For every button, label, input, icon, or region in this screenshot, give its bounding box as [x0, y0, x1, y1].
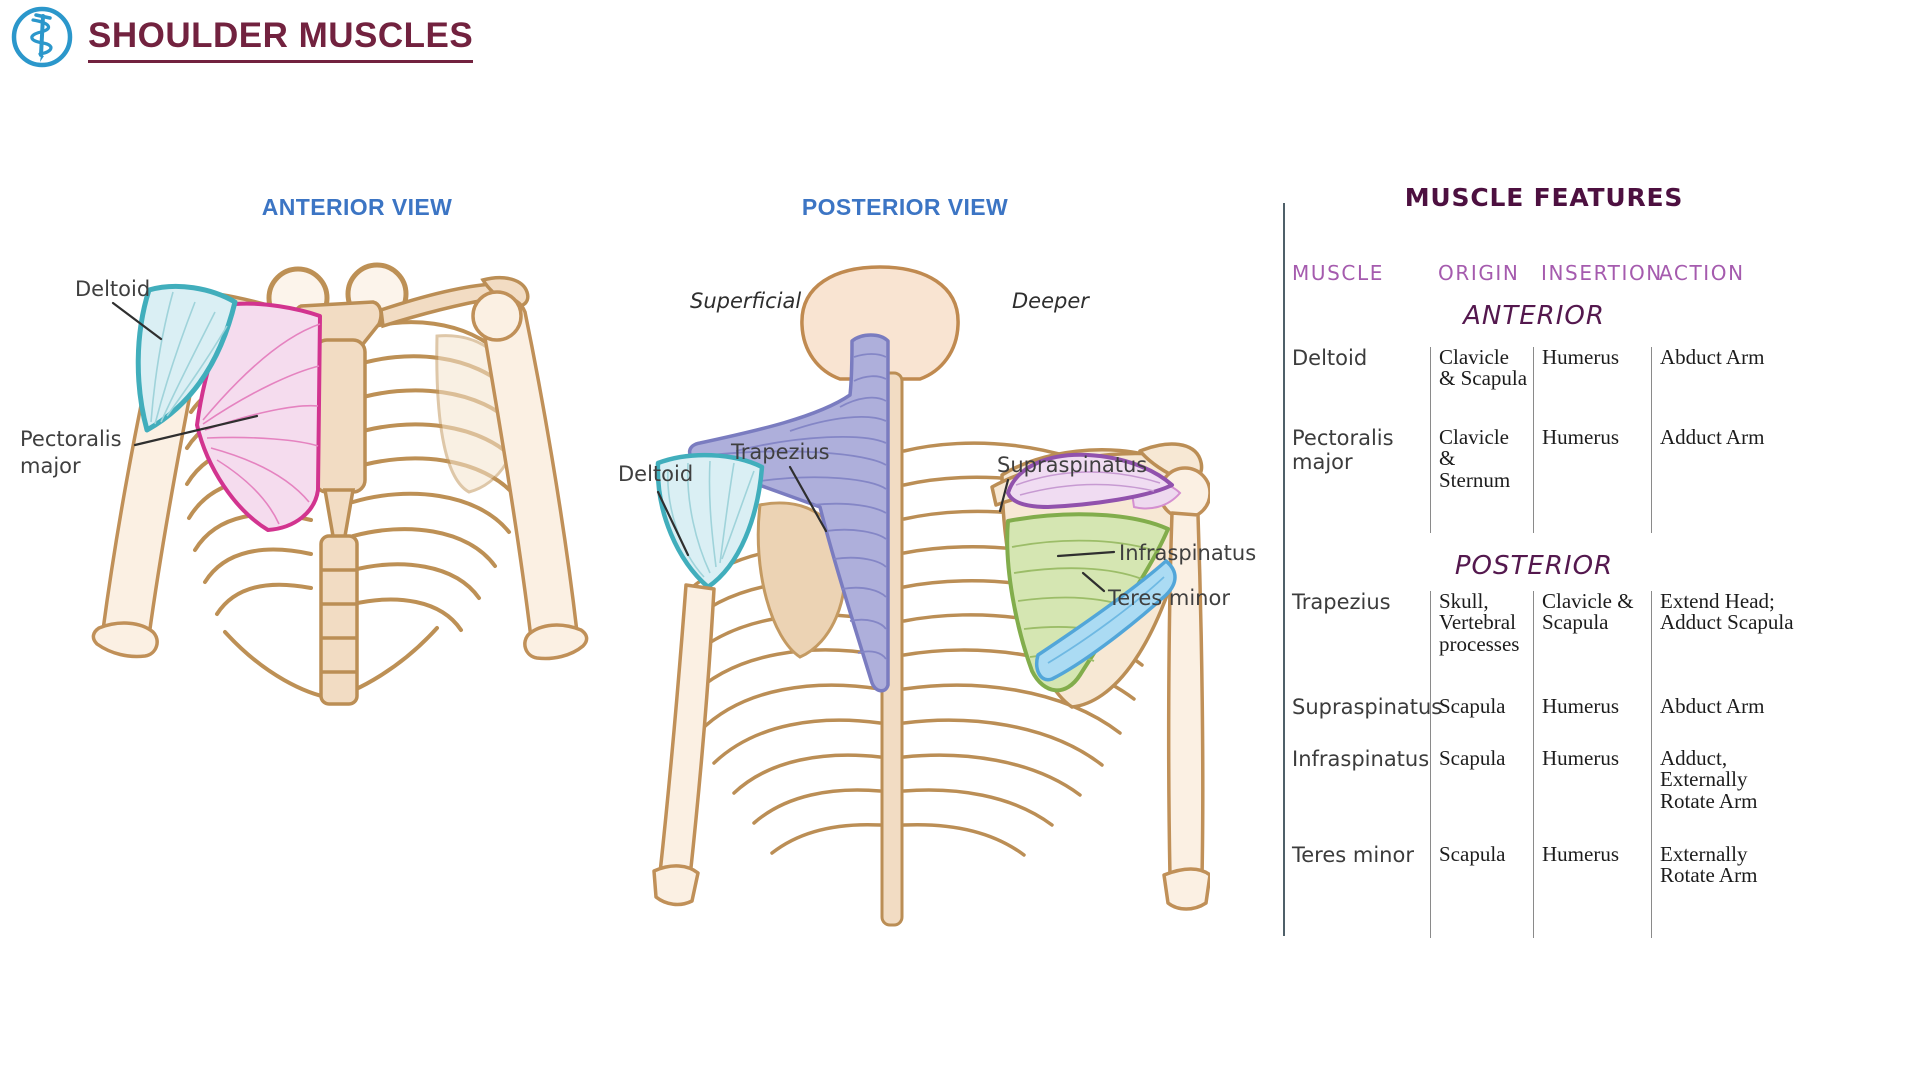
- posterior-deltoid-label: Deltoid: [618, 462, 694, 486]
- anterior-pectoralis-label: Pectoralis major: [20, 427, 122, 479]
- posterior-leader-lines: [656, 465, 1116, 593]
- head: [800, 265, 960, 381]
- teres-minor-shape: [1035, 559, 1177, 682]
- row-supraspinatus-muscle: Supraspinatus: [1292, 695, 1443, 719]
- posterior-deltoid-shape: [655, 452, 765, 590]
- muscle-features-table: MUSCLE ORIGIN INSERTION ACTION ANTERIOR …: [1284, 261, 1920, 938]
- row-infraspinatus-muscle: Infraspinatus: [1292, 747, 1430, 771]
- anterior-figure: [91, 262, 589, 706]
- row-pectoralis-origin: Clavicle & Sternum: [1430, 426, 1533, 533]
- posterior-view-title: POSTERIOR VIEW: [801, 194, 1009, 220]
- row-teres-minor-muscle: Teres minor: [1292, 843, 1414, 867]
- table-title: MUSCLE FEATURES: [1404, 183, 1684, 212]
- row-supraspinatus-action: Abduct Arm: [1651, 695, 1917, 748]
- row-trapezius-origin: Skull, Vertebral processes: [1430, 590, 1533, 696]
- row-teres-minor-action: Externally Rotate Arm: [1651, 843, 1917, 938]
- trapezius-shape: [687, 333, 890, 693]
- row-infraspinatus-insertion: Humerus: [1533, 747, 1651, 844]
- row-supraspinatus-origin: Scapula: [1430, 695, 1533, 748]
- anterior-view-title: ANTERIOR VIEW: [261, 194, 453, 220]
- column-header-muscle: MUSCLE: [1292, 261, 1384, 285]
- anterior-deltoid-shape: [135, 283, 238, 433]
- row-trapezius-action: Extend Head; Adduct Scapula: [1651, 590, 1917, 696]
- column-header-origin: ORIGIN: [1438, 261, 1520, 285]
- supraspinatus-shape: [1006, 452, 1174, 509]
- anterior-deltoid-label: Deltoid: [75, 277, 151, 301]
- row-trapezius-muscle: Trapezius: [1292, 590, 1391, 614]
- supraspinatus-label: Supraspinatus: [997, 453, 1148, 477]
- left-humerus: [652, 583, 716, 907]
- superficial-label: Superficial: [690, 289, 802, 313]
- anterior-leader-lines: [111, 301, 259, 447]
- row-trapezius-insertion: Clavicle & Scapula: [1533, 590, 1651, 696]
- row-deltoid-muscle: Deltoid: [1292, 346, 1368, 370]
- section-heading-posterior: POSTERIOR: [1454, 551, 1614, 581]
- row-pectoralis-action: Adduct Arm: [1651, 426, 1917, 533]
- row-supraspinatus-insertion: Humerus: [1533, 695, 1651, 748]
- row-deltoid-insertion: Humerus: [1533, 346, 1651, 427]
- row-infraspinatus-origin: Scapula: [1430, 747, 1533, 844]
- row-teres-minor-insertion: Humerus: [1533, 843, 1651, 938]
- section-heading-anterior: ANTERIOR: [1463, 301, 1605, 331]
- rod-of-asclepius-icon: [11, 6, 73, 68]
- deeper-label: Deeper: [1012, 289, 1089, 313]
- row-infraspinatus-action: Adduct, Externally Rotate Arm: [1651, 747, 1917, 844]
- trapezius-label: Trapezius: [731, 440, 830, 464]
- column-header-insertion: INSERTION: [1541, 261, 1663, 285]
- posterior-figure: [652, 265, 1210, 927]
- muscle-features-panel: MUSCLE FEATURES MUSCLE ORIGIN INSERTION …: [1284, 183, 1920, 938]
- page-title: SHOULDER MUSCLES: [88, 16, 474, 63]
- infraspinatus-label: Infraspinatus: [1119, 541, 1257, 565]
- column-header-action: ACTION: [1659, 261, 1745, 285]
- row-pectoralis-insertion: Humerus: [1533, 426, 1651, 533]
- row-deltoid-origin: Clavicle & Scapula: [1430, 346, 1533, 427]
- teres-minor-label: Teres minor: [1108, 586, 1230, 610]
- panel-divider: [1283, 203, 1285, 936]
- row-pectoralis-muscle: Pectoralis major: [1292, 426, 1394, 474]
- row-deltoid-action: Abduct Arm: [1651, 346, 1917, 427]
- row-teres-minor-origin: Scapula: [1430, 843, 1533, 938]
